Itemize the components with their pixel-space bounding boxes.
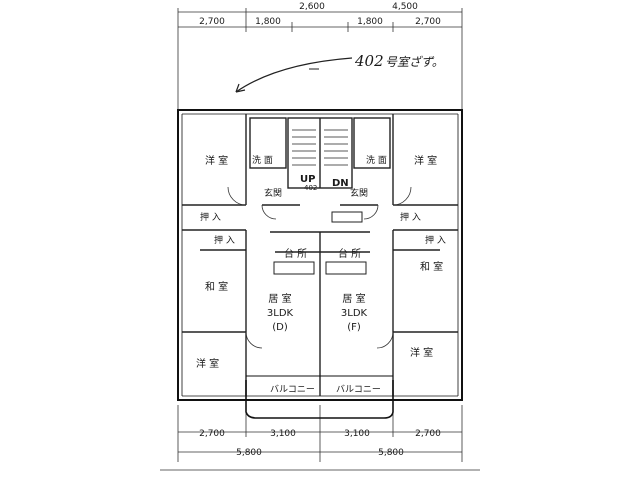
room-kitchen-left: 台 所 bbox=[284, 247, 307, 260]
room-washroom-left: 洗 面 bbox=[252, 154, 273, 166]
dim-bottom-inner-2: 3,100 bbox=[270, 429, 296, 439]
room-western-bottom-right: 洋 室 bbox=[410, 346, 433, 359]
dim-top-inner-3: 1,800 bbox=[357, 17, 383, 27]
room-western-top-left: 洋 室 bbox=[205, 154, 228, 167]
ldk-left-type: 3LDK bbox=[267, 308, 294, 319]
door-swings bbox=[227, 186, 412, 349]
room-western-top-right: 洋 室 bbox=[414, 154, 437, 167]
room-japanese-left: 和 室 bbox=[205, 280, 228, 293]
room-closet-left-2: 押 入 bbox=[214, 234, 235, 246]
ldk-right-code: (F) bbox=[347, 322, 361, 333]
stair-treads bbox=[292, 129, 348, 166]
interior-walls bbox=[182, 114, 458, 396]
dim-top-outer-1: 2,600 bbox=[299, 2, 325, 12]
ldk-left-code: (D) bbox=[272, 322, 288, 333]
room-entrance-left: 玄関 bbox=[264, 187, 282, 199]
ldk-right-type: 3LDK bbox=[341, 308, 368, 319]
dim-bottom-outer-1: 5,800 bbox=[236, 448, 262, 458]
dim-bottom-inner-1: 2,700 bbox=[199, 429, 225, 439]
dimension-lines bbox=[160, 8, 480, 471]
stair-note: 402 bbox=[304, 184, 317, 192]
room-western-bottom-left: 洋 室 bbox=[196, 357, 219, 370]
ldk-right-title: 居 室 bbox=[342, 292, 365, 305]
dim-top-inner-4: 2,700 bbox=[415, 17, 441, 27]
room-japanese-right: 和 室 bbox=[420, 260, 443, 273]
dim-top-inner-1: 2,700 bbox=[199, 17, 225, 27]
handwritten-annotation: 402 号室ざず。 bbox=[235, 52, 444, 93]
dim-top-inner-2: 1,800 bbox=[255, 17, 281, 27]
dim-bottom-inner-3: 3,100 bbox=[344, 429, 370, 439]
balcony bbox=[245, 375, 394, 419]
room-closet-left-1: 押 入 bbox=[200, 211, 221, 223]
room-entrance-right: 玄関 bbox=[350, 187, 368, 199]
balcony-left-label: バルコニー bbox=[270, 384, 315, 395]
ldk-left-title: 居 室 bbox=[268, 292, 291, 305]
stair-down-label: DN bbox=[332, 178, 349, 189]
stair-up-label: UP bbox=[300, 174, 315, 185]
room-kitchen-right: 台 所 bbox=[338, 247, 361, 260]
room-closet-right-2: 押 入 bbox=[425, 234, 446, 246]
dim-top-outer-2: 4,500 bbox=[392, 2, 418, 12]
dim-bottom-inner-4: 2,700 bbox=[415, 429, 441, 439]
balcony-right-label: バルコニー bbox=[336, 384, 381, 395]
annotation-unit-number: 402 bbox=[354, 52, 384, 70]
kitchen-fixtures bbox=[273, 211, 367, 275]
room-washroom-right: 洗 面 bbox=[366, 154, 387, 166]
room-closet-right-1: 押 入 bbox=[400, 211, 421, 223]
dim-bottom-outer-2: 5,800 bbox=[378, 448, 404, 458]
annotation-note: 号室ざず。 bbox=[385, 55, 444, 69]
